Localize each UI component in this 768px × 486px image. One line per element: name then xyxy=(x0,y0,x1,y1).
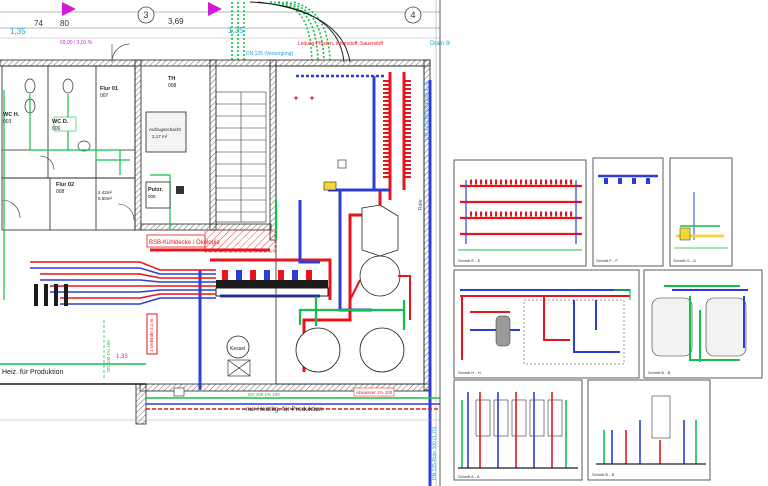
dim-label: 1,35 xyxy=(228,26,244,35)
room-label-wc-d: WC D. xyxy=(52,119,69,125)
detail-panels: Schnitt E - E Schnitt F - F Schnitt G - … xyxy=(450,0,768,486)
room-number: 008 xyxy=(148,194,156,199)
room-number: 006 xyxy=(52,126,61,132)
detail-b-b: Schnitt B - B xyxy=(587,379,711,481)
red-valve-groups xyxy=(383,80,411,180)
detail-caption: Schnitt E - E xyxy=(458,258,481,263)
pipe-labels-vertical xyxy=(34,284,68,306)
manifold-valves xyxy=(222,270,312,280)
detail-caption: Schnitt H - H xyxy=(458,370,481,375)
produktion-label: Heiz. für Produktion xyxy=(2,369,64,376)
left-rooms xyxy=(1,65,136,231)
sink xyxy=(176,186,184,194)
distribution-manifold xyxy=(216,280,328,288)
detail-caption: Schnitt G - G xyxy=(673,258,696,263)
bottom-red-label: Abwasser 1% 100 xyxy=(356,390,393,395)
red-dashed-zone xyxy=(204,229,276,253)
pipe-label-top: Leitung Pfosten, Innenstoff, Sauerstoff xyxy=(298,41,383,47)
putzraum xyxy=(145,181,171,209)
pipe-bundle-top xyxy=(231,1,331,61)
room-number: 008 xyxy=(168,83,177,89)
dim-label: 74 xyxy=(34,19,43,28)
room-label-wc-h: WC H. xyxy=(3,112,20,118)
dim-sub-label: 69,00 / 3,01 % xyxy=(60,40,93,46)
green-vertical-label: DN 100 1% 100 xyxy=(106,340,111,372)
detail-h-h: Schnitt H - H xyxy=(453,269,640,379)
grid-axis-4: 4 xyxy=(404,6,422,24)
room-label-flur02: Flur 02 xyxy=(56,182,74,188)
room-label-putzr: Putzr. xyxy=(148,187,163,193)
bottom-pipes xyxy=(0,363,440,421)
red-dim-label: 1,33 xyxy=(116,354,128,360)
sanitary-fixtures xyxy=(24,78,91,152)
dim-label: 3,69 xyxy=(168,17,184,26)
right-edge-label: Drain 80 xyxy=(430,41,453,47)
detail-e-e: Schnitt E - E xyxy=(453,159,587,267)
detail-caption: Schnitt F - F xyxy=(596,258,618,263)
kessel-label: Kessel xyxy=(230,346,245,352)
detail-caption: Schnitt B - B xyxy=(648,370,671,375)
room-label-th: TH xyxy=(168,76,175,82)
room-number: 008 xyxy=(56,189,65,195)
right-vertical-label: Rohr xyxy=(418,199,424,210)
grid-axis-3: 3 xyxy=(137,6,155,24)
storage-tanks xyxy=(226,204,405,373)
axis-4-label: 4 xyxy=(410,10,415,20)
detail-b-b-tanks: Schnitt B - B xyxy=(643,269,763,379)
floor-plan: 3 4 74 80 1,35 3,69 1,35 69,00 / 3,01 % … xyxy=(0,0,453,486)
section-marker xyxy=(208,2,222,16)
axis-3-label: 3 xyxy=(143,10,148,20)
detail-f-f: Schnitt F - F xyxy=(592,157,664,267)
detail-caption: Schnitt A - A xyxy=(458,474,480,479)
dn-label-right: DN 125 (Versorgung) 1,70 xyxy=(424,81,430,140)
dim-label: 1,35 xyxy=(10,27,26,36)
dn-label: DN 125 (Versorgung) xyxy=(246,51,294,57)
tank-connections xyxy=(349,275,411,320)
room-number: 007 xyxy=(100,93,109,99)
green-pipes xyxy=(274,200,406,330)
room-number: 003 xyxy=(3,119,12,125)
section-marker xyxy=(62,2,76,16)
red-supply-pipes xyxy=(150,72,406,372)
elevator-label: Aufzugsschacht xyxy=(149,127,182,132)
pipe-fan-left xyxy=(30,261,216,305)
staircase xyxy=(215,91,267,223)
room-label-flur01: Flur 01 xyxy=(100,86,118,92)
detail-caption: Schnitt B - B xyxy=(592,472,615,477)
elevator-shaft xyxy=(145,111,187,153)
dn-label-bottom: DN 125 Rohr 100 (1,70) xyxy=(432,426,438,480)
dim-label: 80 xyxy=(60,19,69,28)
room-area: 2,42m² xyxy=(98,190,113,195)
misc-fixtures xyxy=(173,159,347,397)
detail-a-a-manifold: Schnitt A - A xyxy=(453,379,583,481)
green-drain-left xyxy=(3,90,171,300)
produktion-bottom-label: nur Heizlitg. für Produktion xyxy=(246,406,323,413)
red-vertical-label: 1 Gebinde 2,1 m xyxy=(149,318,154,352)
elevator-area: 2,17 m² xyxy=(152,134,168,139)
red-dots xyxy=(294,96,314,100)
red-box-label: BSB-Kühldecke / Ökologie xyxy=(149,239,220,246)
detail-g-g: Schnitt G - G xyxy=(669,157,733,267)
bottom-green-label: DN 100 1% 100 xyxy=(248,392,280,397)
room-area: 6,50m² xyxy=(98,196,113,201)
